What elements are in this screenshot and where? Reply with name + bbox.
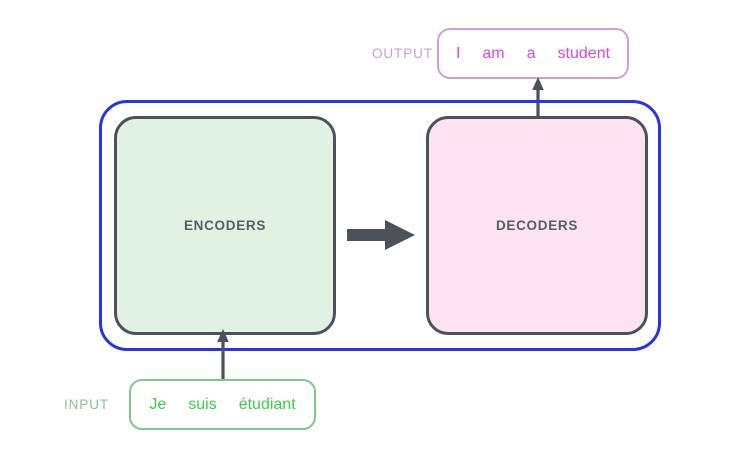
output-token: I	[455, 44, 461, 62]
input-token: Je	[149, 395, 167, 413]
encoders-block: ENCODERS	[114, 116, 336, 335]
output-token-box: I am a student	[437, 28, 629, 79]
encoders-label: ENCODERS	[183, 218, 267, 233]
input-token-row: Je suis étudiant	[138, 396, 306, 414]
input-token: suis	[188, 395, 217, 413]
input-caption: INPUT	[64, 397, 109, 412]
output-token-row: I am a student	[445, 45, 621, 63]
output-caption: OUTPUT	[372, 46, 433, 61]
output-token: am	[482, 44, 505, 62]
input-to-encoders-arrow	[217, 329, 229, 384]
decoders-label: DECODERS	[495, 218, 579, 233]
output-token: student	[557, 44, 611, 62]
decoders-block: DECODERS	[426, 116, 648, 335]
output-token: a	[526, 44, 536, 62]
model-container	[99, 100, 661, 351]
input-token: étudiant	[238, 395, 296, 413]
input-token-box: Je suis étudiant	[129, 379, 316, 430]
encoders-to-decoders-arrow	[347, 220, 415, 250]
